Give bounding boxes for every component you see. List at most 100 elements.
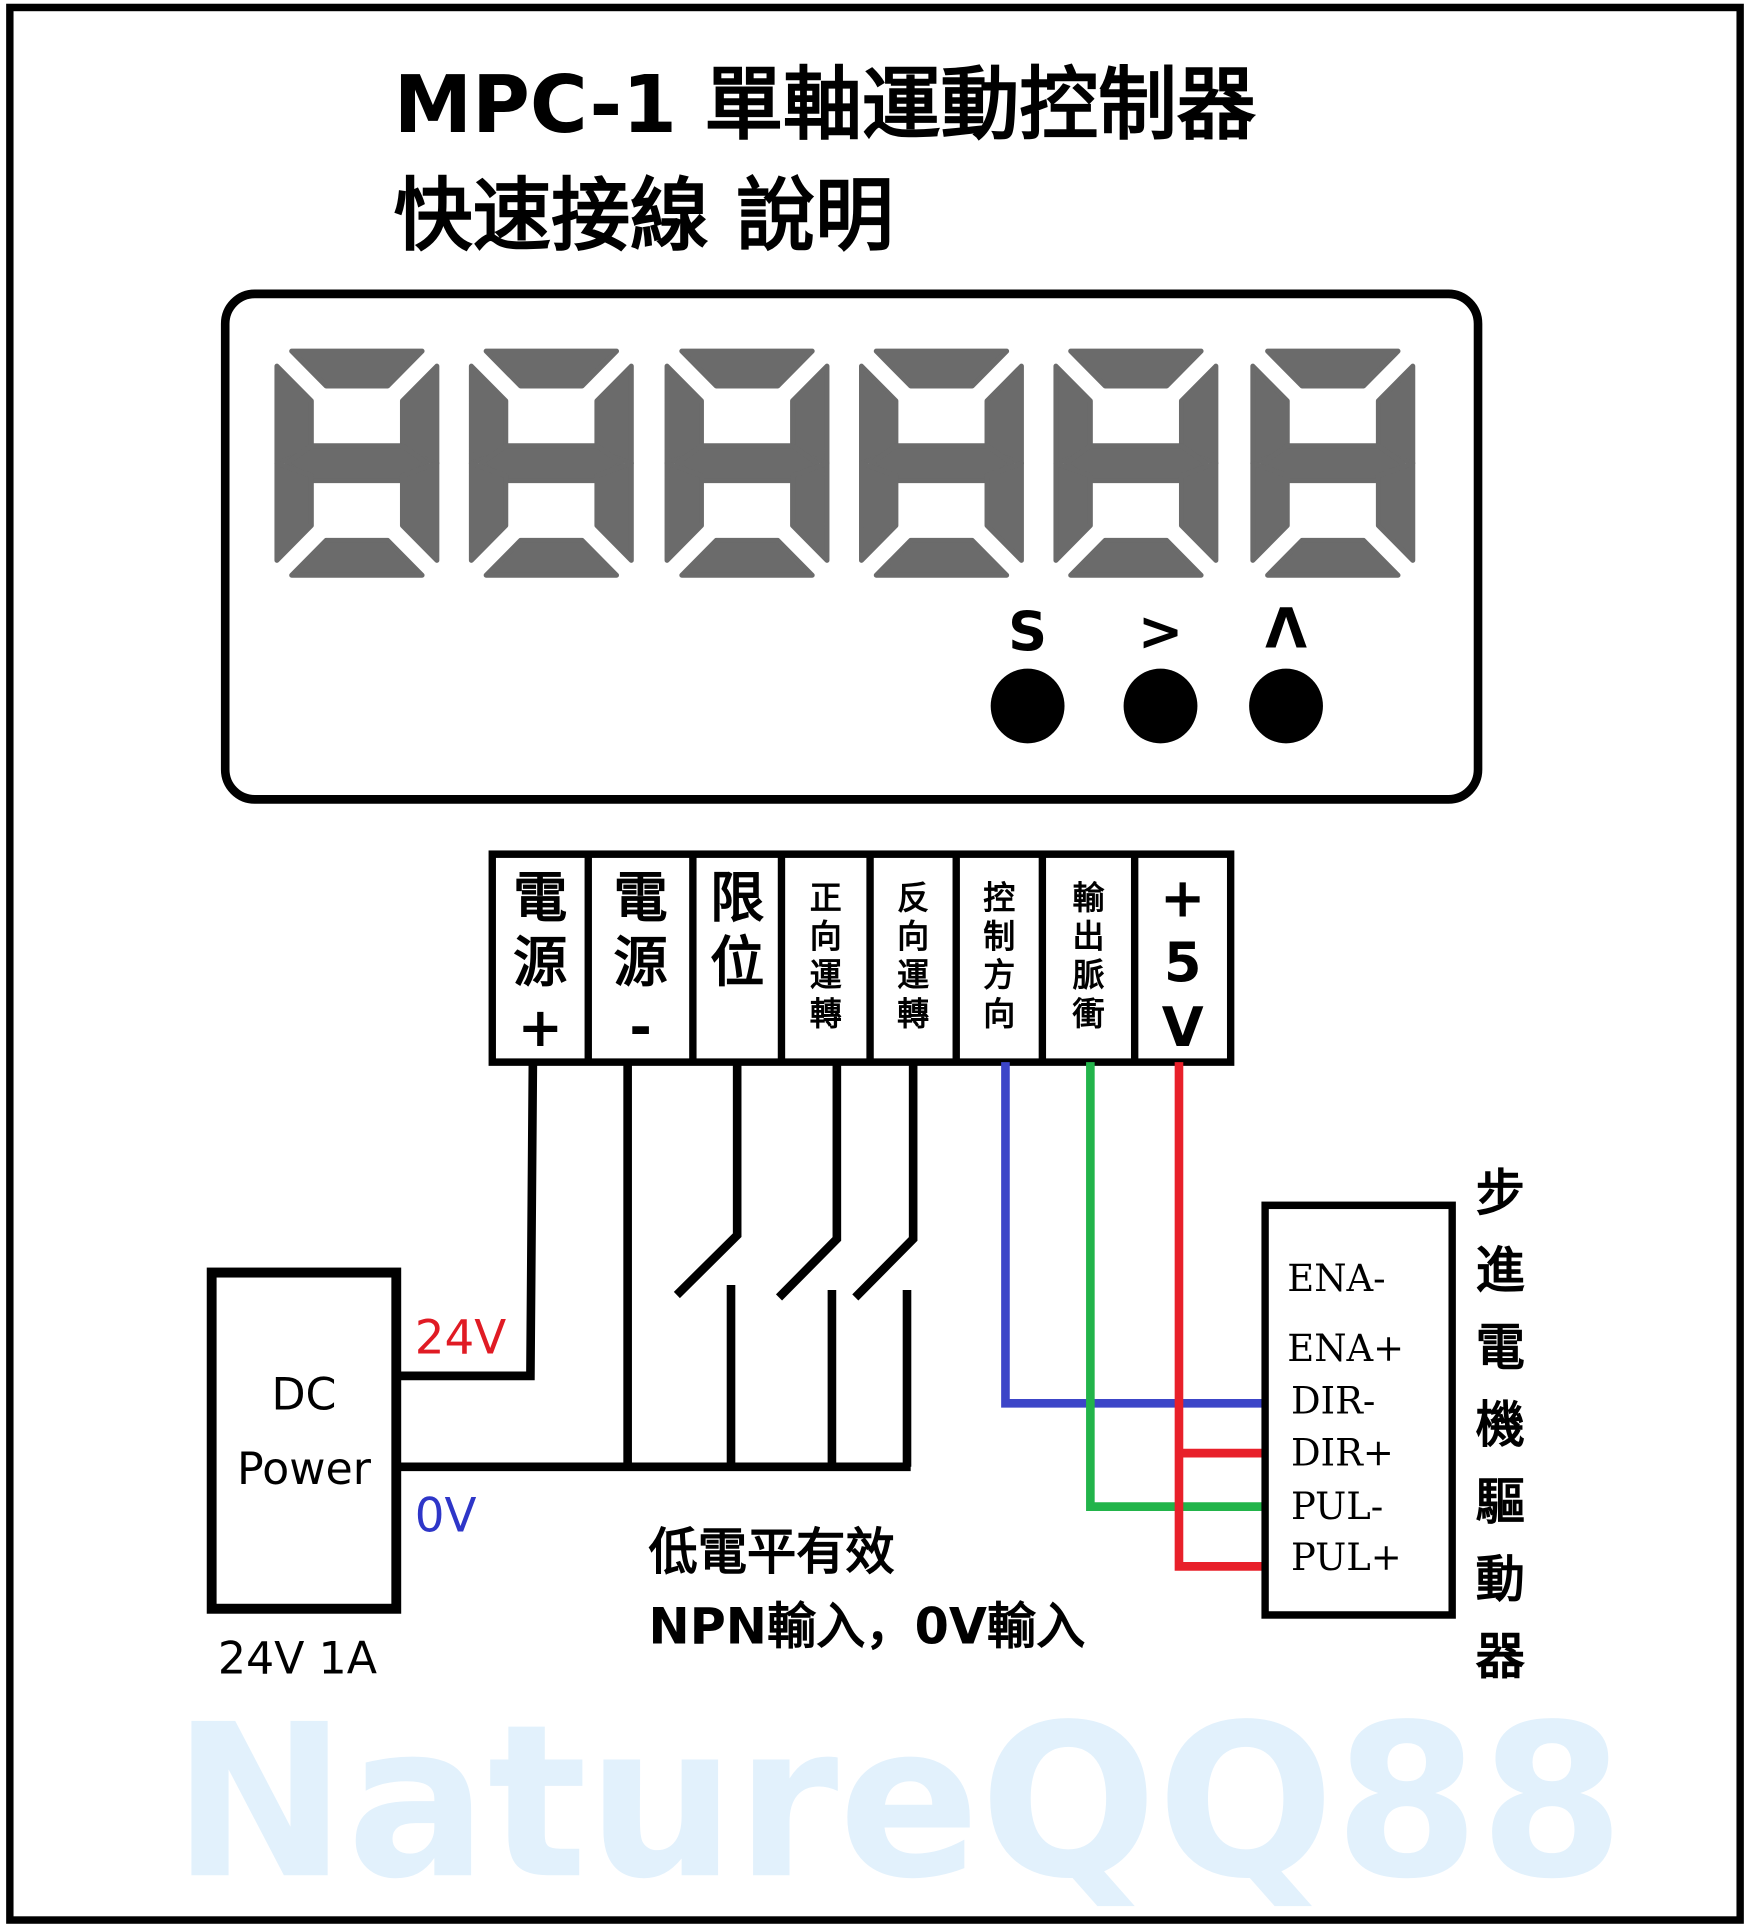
- segment: [289, 537, 425, 578]
- driver-label-char: 機: [1476, 1396, 1525, 1454]
- segment: [1178, 460, 1219, 563]
- terminal-label-char: 運: [897, 956, 929, 994]
- button-up[interactable]: Λ: [1249, 596, 1323, 744]
- segment: [1068, 348, 1204, 389]
- button-right-knob[interactable]: [1123, 668, 1198, 744]
- terminal-label-char: 制: [983, 917, 1015, 955]
- button-s[interactable]: S: [990, 599, 1065, 744]
- terminal-label-char: 位: [710, 930, 764, 994]
- driver-label-char: 驅: [1476, 1473, 1525, 1531]
- segment: [1053, 460, 1093, 563]
- terminal-label-char: 運: [810, 956, 842, 994]
- pin-dirminus: DIR-: [1291, 1379, 1375, 1422]
- terminal-3[interactable]: 限位: [710, 865, 765, 994]
- title-line2: 快速接線 說明: [394, 168, 894, 262]
- segment: [274, 460, 314, 563]
- wire-pulse: [1086, 1062, 1266, 1512]
- terminal-label-char: 轉: [897, 995, 929, 1033]
- segment: [1375, 460, 1416, 563]
- power-rating: 24V 1A: [218, 1632, 378, 1684]
- segment: [468, 460, 509, 563]
- button-s-label: S: [1008, 599, 1047, 663]
- terminal-label-char: V: [1162, 995, 1204, 1059]
- segment: [790, 460, 830, 563]
- wires: [396, 1062, 1266, 1571]
- terminal-label-char: 電: [513, 865, 567, 929]
- driver-label-char: 電: [1476, 1318, 1525, 1376]
- terminal-8[interactable]: +5V: [1160, 865, 1205, 1059]
- segment: [289, 348, 425, 389]
- digit-6: [1250, 348, 1416, 578]
- terminal-2[interactable]: 電源-: [613, 865, 667, 1059]
- driver-label-char: 步: [1476, 1164, 1525, 1222]
- stepper-driver-box: [1261, 1201, 1456, 1619]
- power-label: Power: [237, 1443, 372, 1495]
- button-up-knob[interactable]: [1249, 668, 1323, 744]
- segment: [1265, 537, 1401, 578]
- terminal-label-char: 轉: [810, 995, 842, 1033]
- terminal-label-char: 向: [897, 917, 929, 955]
- digit-5: [1053, 348, 1219, 578]
- segment: [483, 537, 620, 578]
- terminal-label-char: 源: [613, 930, 667, 994]
- segment: [873, 348, 1010, 389]
- terminal-label-char: 反: [897, 879, 929, 917]
- display-panel: [220, 289, 1483, 804]
- pin-enaplus: ENA+: [1287, 1327, 1404, 1370]
- segment: [679, 348, 815, 389]
- pin-enaminus: ENA-: [1287, 1257, 1385, 1300]
- terminal-label-char: +: [518, 995, 563, 1059]
- seven-segment-display: [274, 348, 1416, 578]
- segment: [1250, 460, 1290, 563]
- terminal-label-char: 向: [810, 917, 842, 955]
- terminal-label-char: 脈: [1073, 956, 1105, 994]
- terminal-label-char: +: [1160, 865, 1205, 929]
- button-s-knob[interactable]: [990, 668, 1065, 744]
- terminal-label-char: -: [629, 995, 651, 1059]
- switch-forward: [775, 1062, 842, 1301]
- terminal-label-char: 源: [513, 930, 567, 994]
- digit-2: [468, 348, 634, 578]
- terminal-block: [488, 850, 1235, 1066]
- terminal-label-char: 5: [1164, 930, 1202, 994]
- segment: [859, 460, 899, 563]
- wire-power-plus: [396, 1062, 538, 1381]
- driver-label-char: 進: [1476, 1241, 1526, 1299]
- note-line1: 低電平有效: [649, 1523, 896, 1581]
- digit-3: [664, 348, 830, 578]
- terminal-label-char: 限: [710, 865, 765, 929]
- v24-label: 24V: [415, 1310, 506, 1365]
- segment: [873, 537, 1010, 578]
- button-right-label: >: [1138, 599, 1183, 663]
- terminal-label-char: 輸: [1073, 879, 1106, 917]
- pin-pulminus: PUL-: [1291, 1485, 1383, 1528]
- segment: [1068, 537, 1204, 578]
- terminal-label-char: 向: [983, 995, 1015, 1033]
- terminal-label-char: 電: [613, 865, 667, 929]
- dc-label: DC: [271, 1368, 336, 1420]
- note-line2: NPN輸入，0V輸入: [649, 1597, 1086, 1655]
- terminal-label-char: 方: [983, 956, 1015, 994]
- digit-1: [274, 348, 440, 578]
- terminal-label-char: 衝: [1072, 995, 1105, 1033]
- dc-power-box: [206, 1267, 402, 1614]
- driver-label-char: 動: [1476, 1550, 1525, 1608]
- switch-reverse: [852, 1062, 918, 1301]
- driver-label-char: 器: [1476, 1627, 1526, 1685]
- title-line1: MPC-1 單軸運動控制器: [394, 58, 1257, 152]
- v0-label: 0V: [415, 1488, 477, 1543]
- button-right[interactable]: >: [1123, 599, 1198, 744]
- terminal-label-char: 出: [1073, 917, 1105, 955]
- segment: [399, 460, 440, 563]
- wire-5v: [1174, 1062, 1266, 1571]
- button-up-label: Λ: [1265, 596, 1307, 660]
- terminal-1[interactable]: 電源+: [513, 865, 567, 1059]
